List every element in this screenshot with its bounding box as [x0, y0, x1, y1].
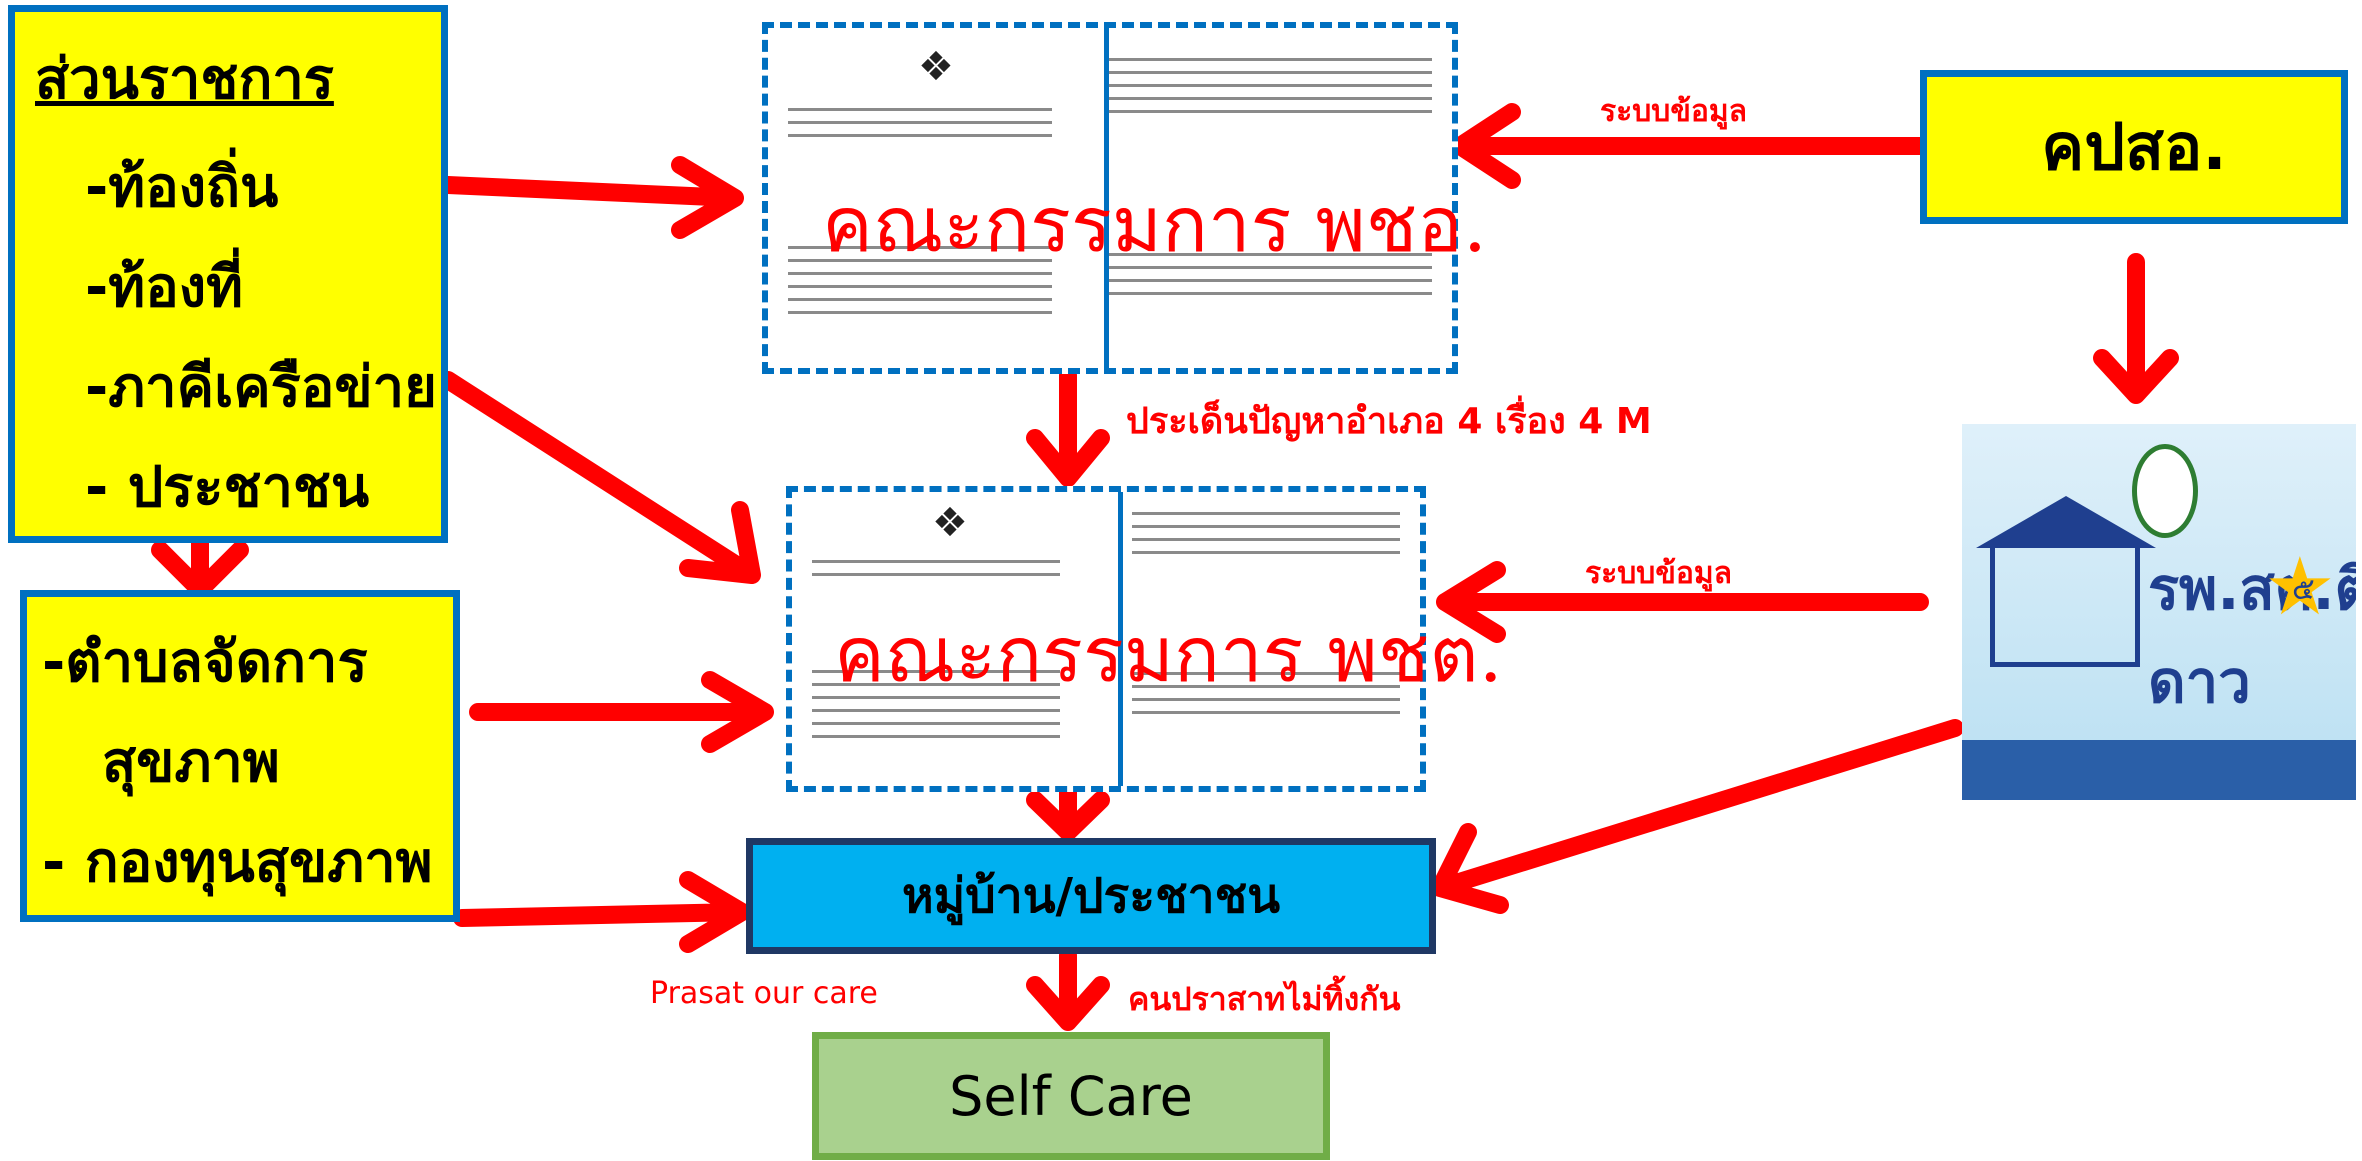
government-item-people: - ประชาชน	[85, 455, 370, 520]
district-issues-label: ประเด็นปัญหาอำเภอ 4 เรื่อง 4 M	[1126, 401, 1652, 442]
village-label: หมู่บ้าน/ประชาชน	[902, 868, 1280, 924]
arrow-district-to-subdistrict	[1026, 366, 1110, 487]
star-number: ๕	[2292, 572, 2315, 607]
subdistrict-line-3: - กองทุนสุขภาพ	[42, 830, 433, 895]
arrow-gov-to-subdistrict	[439, 371, 761, 584]
house-icon	[1990, 544, 2140, 667]
government-box: ส่วนราชการ -ท้องถิ่น -ท้องที่ -ภาคีเครือ…	[8, 5, 448, 543]
district-committee-document: ❖	[762, 22, 1458, 374]
arrow-logo-to-village	[1431, 719, 1964, 914]
selfcare-label: Self Care	[949, 1064, 1193, 1128]
subdistrict-line-2: สุขภาพ	[102, 730, 280, 795]
arrow-kpso-to-logo	[2093, 253, 2179, 404]
arrow-gov-to-box	[151, 534, 249, 599]
garuda-emblem-icon: ❖	[918, 44, 954, 90]
government-item-local: -ท้องถิ่น	[85, 155, 279, 220]
arrow-subdistrict-to-committee	[469, 671, 774, 753]
district-committee-label: คณะกรรมการ พชอ.	[822, 180, 1488, 269]
subdistrict-committee-label: คณะกรรมการ พชต.	[834, 610, 1503, 699]
government-item-area: -ท้องที่	[85, 255, 244, 320]
arrow-kpso-to-district	[1451, 103, 1929, 189]
page-divider-2	[1118, 492, 1123, 786]
kpso-box: คปสอ.	[1920, 70, 2348, 224]
arrow-gov-to-district	[439, 156, 744, 239]
star-health-center-logo: รพ.สต.ติดดาว ★๕	[1962, 424, 2356, 800]
info-system-label-middle: ระบบข้อมูล	[1585, 556, 1732, 591]
arrow-subdistrict-to-village	[453, 871, 751, 953]
kpso-label: คปสอ.	[2041, 111, 2227, 185]
arrow-logo-to-subdistrict	[1436, 561, 1929, 643]
logo-text: รพ.สต.ติดดาว	[2148, 555, 2356, 716]
subdistrict-line-1: -ตำบลจัดการ	[42, 630, 368, 695]
house-roof-icon	[1976, 496, 2156, 548]
government-item-network: -ภาคีเครือข่าย	[85, 355, 437, 420]
subdistrict-box: -ตำบลจัดการ สุขภาพ - กองทุนสุขภาพ	[20, 590, 460, 922]
page-divider	[1104, 28, 1109, 368]
arrow-village-to-selfcare	[1026, 946, 1110, 1031]
selfcare-box: Self Care	[812, 1032, 1330, 1160]
village-box: หมู่บ้าน/ประชาชน	[746, 838, 1436, 954]
prasat-care-label: Prasat our care	[650, 976, 878, 1011]
slogan-label: คนปราสาทไม่ทิ้งกัน	[1128, 980, 1401, 1018]
garuda-emblem-icon-2: ❖	[932, 500, 968, 546]
star-icon: ★๕	[2264, 540, 2336, 633]
arrow-subcommittee-to-village	[1026, 776, 1110, 841]
subdistrict-committee-document: ❖	[786, 486, 1426, 792]
info-system-label-top: ระบบข้อมูล	[1600, 94, 1747, 129]
government-title: ส่วนราชการ	[35, 47, 334, 112]
